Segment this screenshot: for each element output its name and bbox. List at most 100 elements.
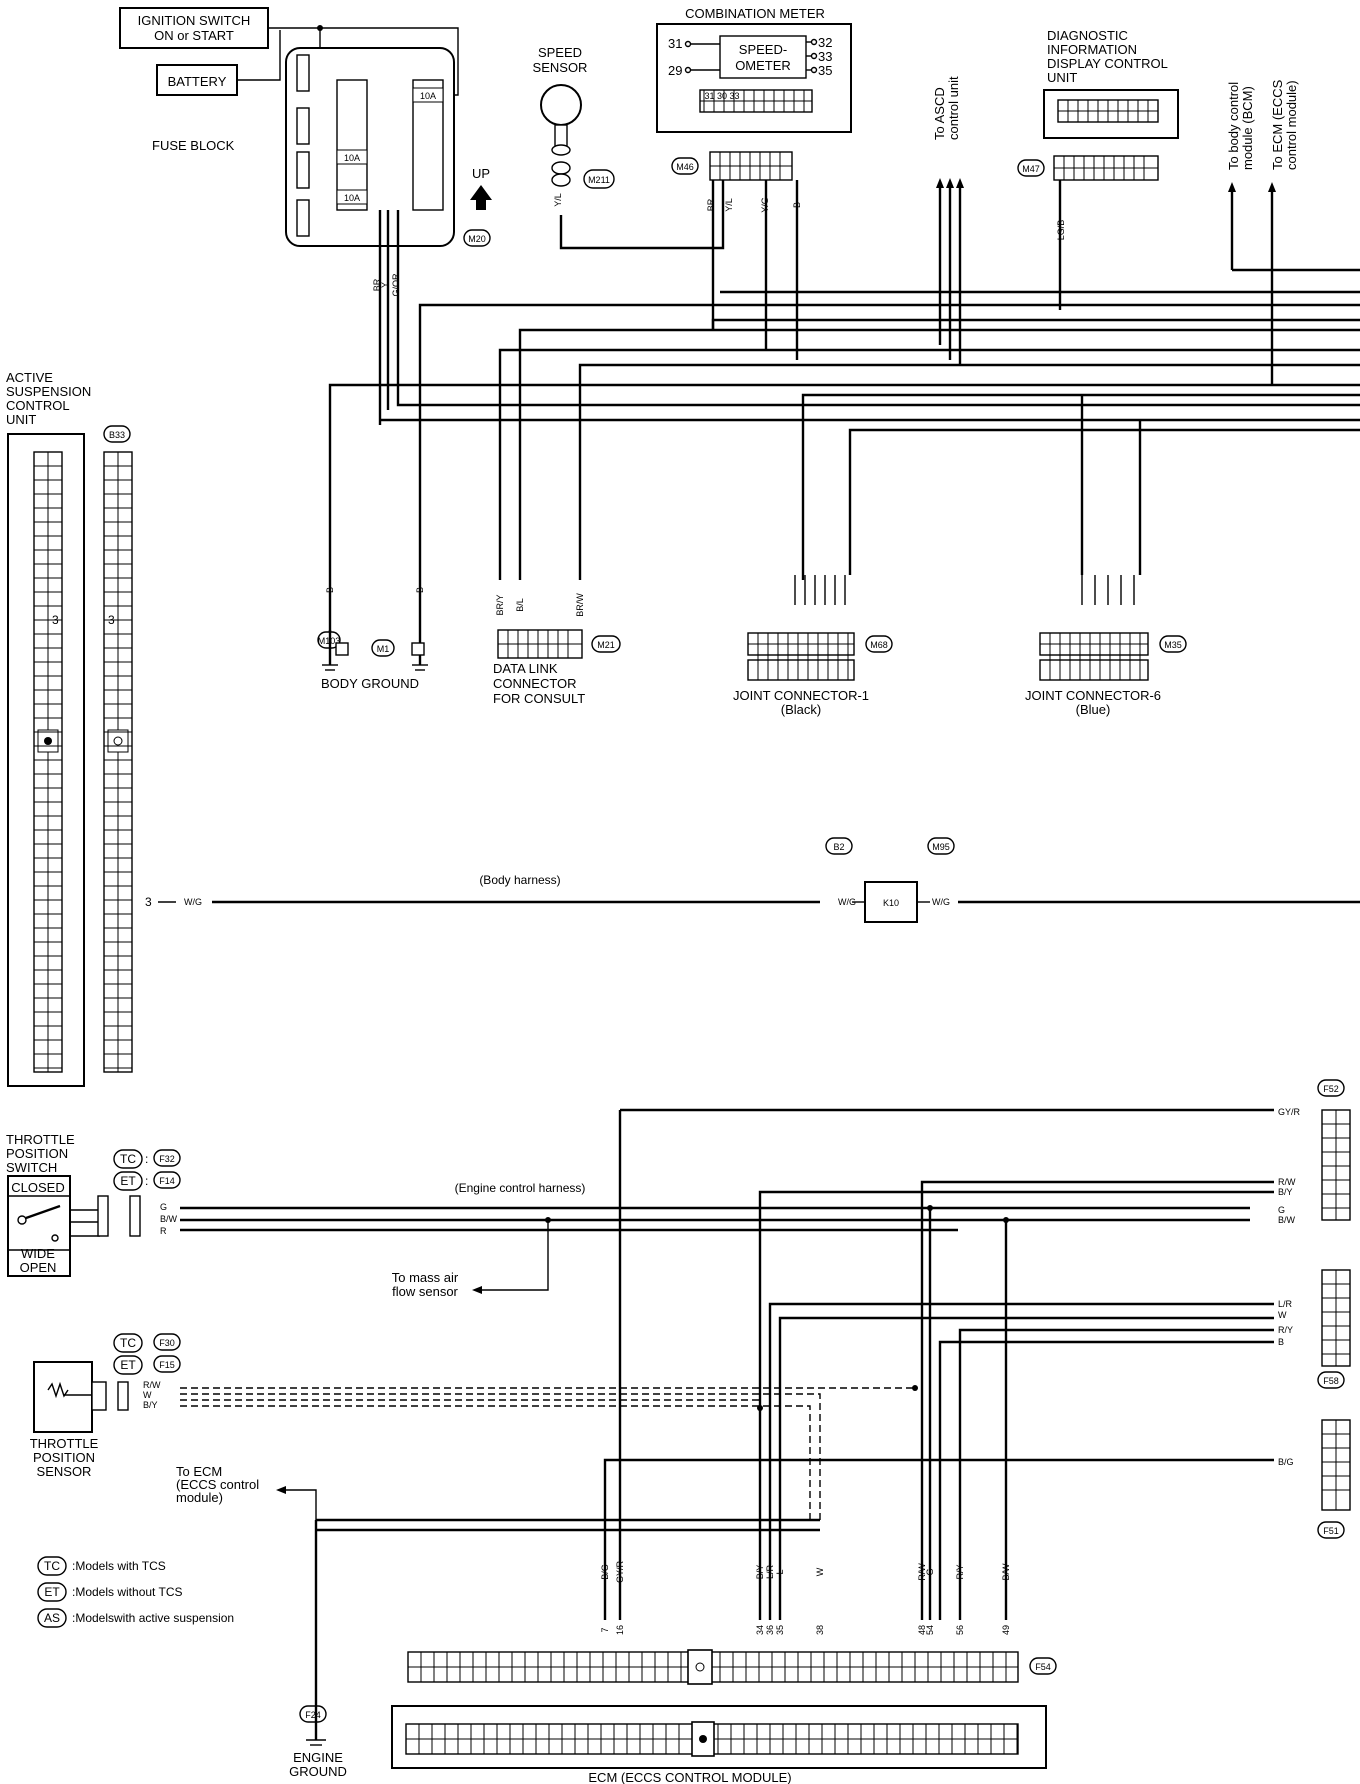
svg-text:M21: M21 — [597, 640, 615, 650]
wire-b-y-tps: B/Y — [143, 1400, 158, 1410]
ecm-wire-color: R/W — [917, 1563, 927, 1581]
wire-w-g-2: W/G — [838, 897, 856, 907]
ecm-wire-color: W — [815, 1567, 825, 1576]
svg-text:F58: F58 — [1323, 1376, 1339, 1386]
pin-3-b: 3 — [108, 613, 115, 627]
svg-text:UNIT: UNIT — [1047, 70, 1077, 85]
to-ecm-mid-label-2: (ECCS control — [176, 1477, 259, 1492]
legend-item: ET :Models without TCS — [37, 1582, 183, 1602]
svg-text:M1: M1 — [377, 644, 390, 654]
diagnostic-unit: DIAGNOSTIC INFORMATION DISPLAY CONTROL U… — [1043, 28, 1179, 139]
connector-b2: B2 — [833, 842, 844, 852]
svg-text:THROTTLE: THROTTLE — [30, 1436, 99, 1451]
engine-harness-label: (Engine control harness) — [455, 1181, 586, 1195]
svg-text:WIDE: WIDE — [21, 1246, 55, 1261]
ecm-wire-color: B/W — [1001, 1563, 1011, 1581]
fuse-block-label: FUSE BLOCK — [152, 138, 235, 153]
connector-f54: F54 — [407, 1649, 1057, 1685]
ecm-pin-number: 35 — [775, 1625, 785, 1635]
legend-text: :Models with TCS — [72, 1559, 166, 1573]
wire-br-w: BR/W — [575, 593, 585, 617]
connector-f51: F51 — [1317, 1419, 1351, 1539]
et-badge-1: ET — [113, 1171, 143, 1191]
wire-b-m103: B — [325, 587, 335, 593]
ecm-pin-number: 49 — [1001, 1625, 1011, 1635]
svg-text:TC: TC — [120, 1336, 136, 1350]
to-bcm-label: To body control — [1226, 82, 1241, 170]
svg-text:K10: K10 — [883, 898, 899, 908]
svg-text:F52: F52 — [1323, 1084, 1339, 1094]
svg-text:29: 29 — [668, 63, 682, 78]
svg-text:ET: ET — [120, 1174, 136, 1188]
ecm-label: ECM (ECCS CONTROL MODULE) — [588, 1770, 791, 1784]
active-suspension-label-2: SUSPENSION — [6, 384, 91, 399]
active-suspension-label-3: CONTROL — [6, 398, 70, 413]
svg-text:TC: TC — [120, 1152, 136, 1166]
throttle-position-sensor: THROTTLE POSITION SENSOR — [30, 1361, 129, 1479]
legend-code: ET — [44, 1585, 60, 1599]
svg-text:POSITION: POSITION — [33, 1450, 95, 1465]
ecm-wire-color: GY/R — [615, 1561, 625, 1584]
wire-w-g-3: W/G — [932, 897, 950, 907]
svg-text:FOR CONSULT: FOR CONSULT — [493, 691, 585, 706]
svg-text:(Blue): (Blue) — [1076, 702, 1111, 717]
data-link-connector: M21 DATA LINK CONNECTOR FOR CONSULT — [493, 629, 621, 706]
to-ecm-top-label: To ECM (ECCS — [1270, 79, 1285, 170]
svg-text:F54: F54 — [1035, 1662, 1051, 1672]
legend-code: AS — [44, 1611, 60, 1625]
wire-b-f58: B — [1278, 1337, 1284, 1347]
ecm-pin-number: 38 — [815, 1625, 825, 1635]
ecm-pin-number: 48 — [917, 1625, 927, 1635]
legend-text: :Models without TCS — [72, 1585, 183, 1599]
svg-text:35: 35 — [818, 63, 832, 78]
wire-y-l-m46: Y/L — [724, 198, 734, 212]
connector-f15: F15 — [159, 1360, 175, 1370]
wire-g: G — [1278, 1205, 1285, 1215]
svg-text:SENSOR: SENSOR — [37, 1464, 92, 1479]
ignition-switch: IGNITION SWITCH ON or START — [119, 7, 269, 49]
ecm-wire-color: L/R — [765, 1565, 775, 1580]
legend-text: :Modelswith active suspension — [72, 1611, 234, 1625]
engine-ground-label: ENGINE — [293, 1750, 343, 1765]
fuse-10a-2: 10A — [344, 193, 360, 203]
suspension-terminal-rows — [34, 465, 132, 1069]
svg-text:31 30 33: 31 30 33 — [704, 91, 739, 101]
svg-text:DISPLAY CONTROL: DISPLAY CONTROL — [1047, 56, 1168, 71]
ecm-pin-number: 56 — [955, 1625, 965, 1635]
svg-text:M211: M211 — [588, 175, 610, 185]
wire-b-w-tps: B/W — [160, 1214, 178, 1224]
to-ecm-top-label-2: control module) — [1284, 80, 1299, 170]
connector-k10: K10 — [864, 881, 918, 923]
ignition-switch-label: IGNITION SWITCH — [138, 13, 251, 28]
wire-b-m1: B — [415, 587, 425, 593]
wire-y-l-sensor: Y/L — [553, 193, 563, 207]
tc-badge-2: TC — [113, 1333, 143, 1353]
fuse-block: 10A 10A 10A — [285, 47, 455, 247]
active-suspension-label-4: UNIT — [6, 412, 36, 427]
et-badge-2: ET — [113, 1355, 143, 1375]
speed-sensor: SPEED SENSOR — [533, 45, 587, 187]
svg-text:INFORMATION: INFORMATION — [1047, 42, 1137, 57]
joint-connector-6: M35 JOINT CONNECTOR-6 (Blue) — [1025, 575, 1187, 717]
svg-text:M20: M20 — [468, 234, 486, 244]
ecm-pin-number: 7 — [600, 1627, 610, 1632]
engine-ground-label-2: GROUND — [289, 1764, 347, 1779]
connector-f58: F58 — [1317, 1269, 1351, 1389]
tc-badge-1: TC — [113, 1149, 143, 1169]
ecm-module — [391, 1705, 1047, 1769]
ignition-switch-state: ON or START — [154, 28, 234, 43]
legend-item: TC:Models with TCS — [37, 1556, 166, 1576]
connector-f30: F30 — [159, 1338, 175, 1348]
svg-text:DATA LINK: DATA LINK — [493, 661, 558, 676]
svg-text:JOINT CONNECTOR-6: JOINT CONNECTOR-6 — [1025, 688, 1161, 703]
wire-l-r: L/R — [1278, 1299, 1293, 1309]
to-bcm-label-2: module (BCM) — [1240, 86, 1255, 170]
ecm-wire-color: L — [775, 1569, 785, 1574]
svg-text:DIAGNOSTIC: DIAGNOSTIC — [1047, 28, 1128, 43]
to-maf-label-2: flow sensor — [392, 1284, 458, 1299]
wire-r-w-tps: R/W — [143, 1380, 161, 1390]
wire-b-y: B/Y — [1278, 1187, 1293, 1197]
wire-g-tps: G — [160, 1202, 167, 1212]
wire-y-g-m46: Y/G — [760, 197, 770, 213]
